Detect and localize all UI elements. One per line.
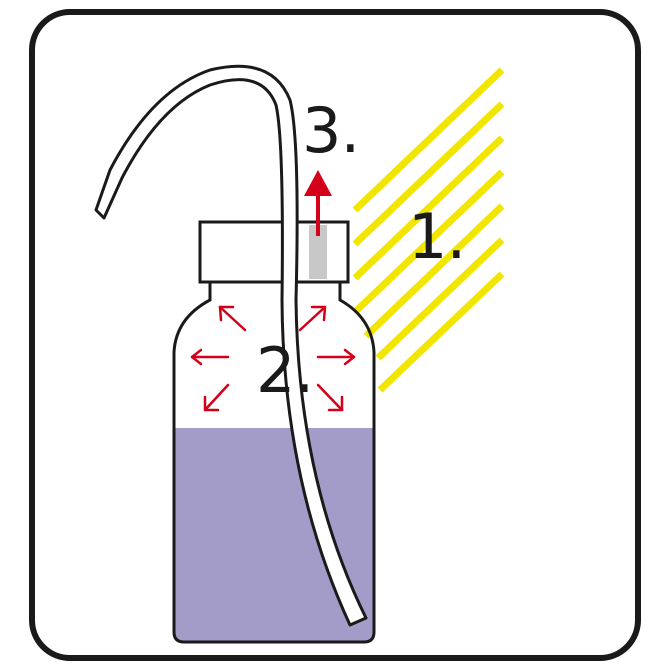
liquid-fill [174, 428, 374, 642]
step-label-one: 1. [408, 200, 465, 273]
dispensing-tube [94, 64, 368, 627]
wash-bottle-icon [172, 282, 376, 644]
step-label-two: 2. [256, 334, 313, 407]
vent-slot [309, 225, 327, 279]
step-label-three: 3. [302, 94, 359, 167]
pressure-arrows-icon [190, 305, 356, 412]
heat-rays-icon [352, 67, 505, 393]
vent-arrow-icon [304, 170, 332, 236]
